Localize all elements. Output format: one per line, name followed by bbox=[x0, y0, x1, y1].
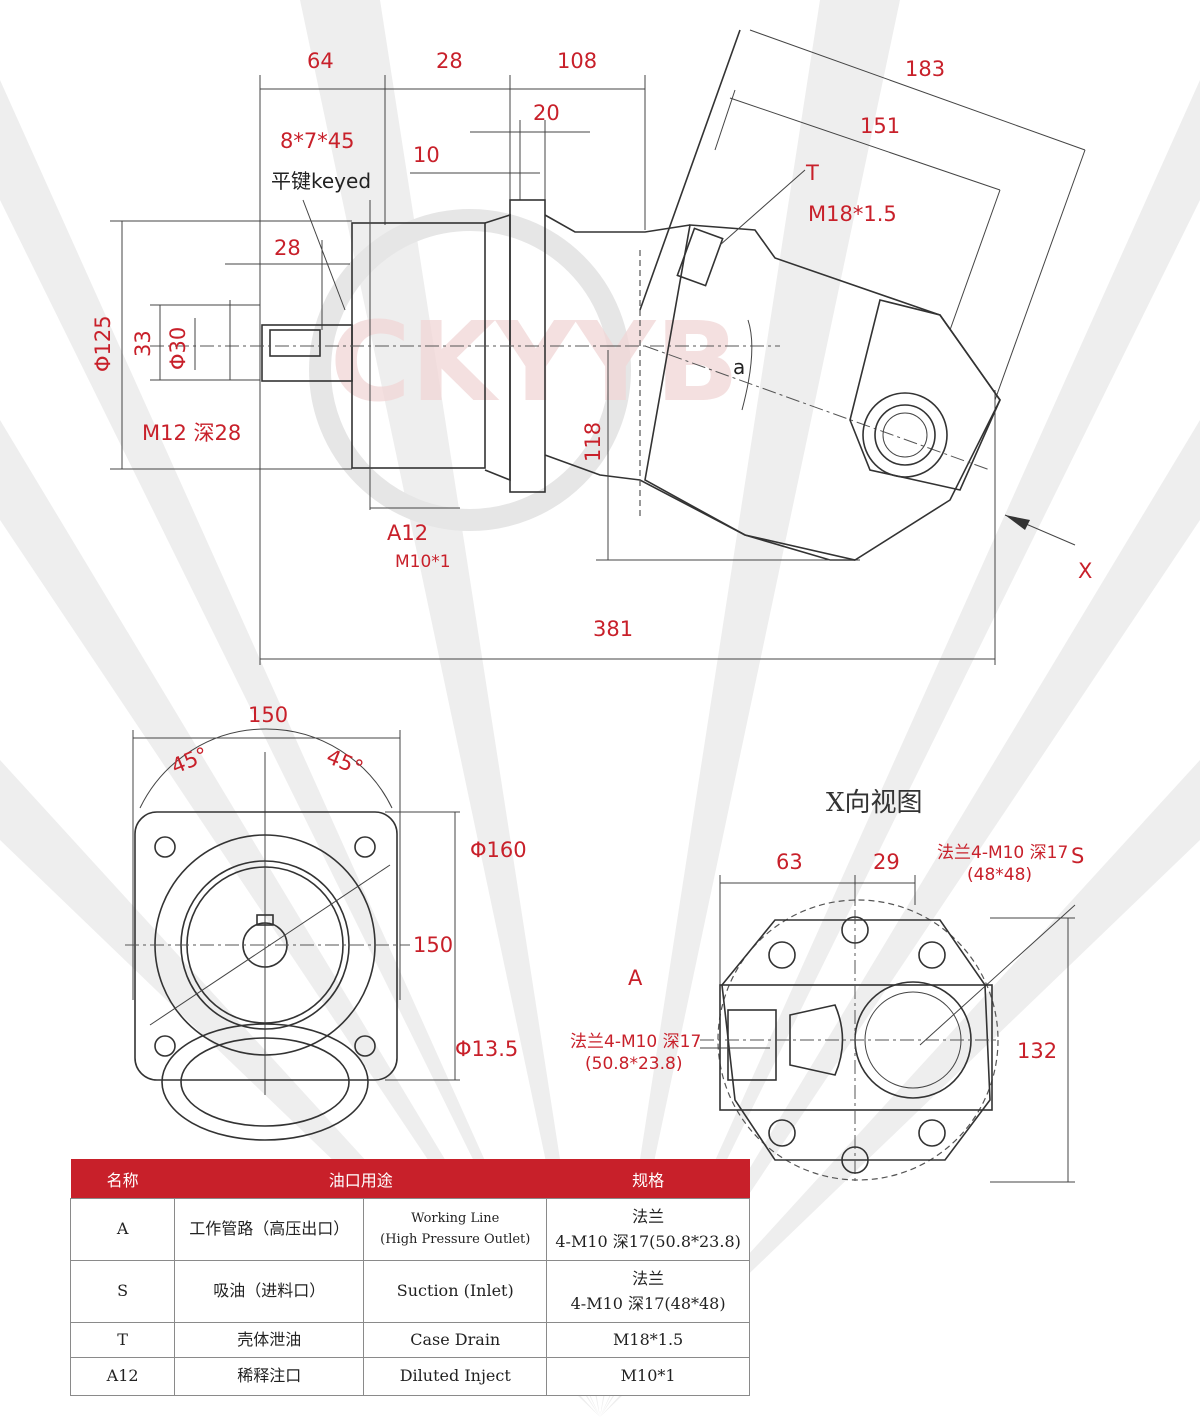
row-en: Diluted Inject bbox=[363, 1357, 548, 1396]
a-flange: 法兰4-M10 深17 bbox=[570, 1032, 701, 1052]
s-flange: 法兰4-M10 深17 bbox=[937, 843, 1068, 863]
x-view-title: X向视图 bbox=[826, 788, 923, 818]
a12-label: A12 bbox=[387, 521, 428, 545]
row-spec: 法兰 4-M10 深17(50.8*23.8) bbox=[546, 1198, 750, 1261]
a12-spec: M10*1 bbox=[395, 552, 451, 572]
row-en: Working Line (High Pressure Outlet) bbox=[363, 1198, 548, 1261]
watermark: CKYYB bbox=[309, 209, 739, 531]
t-label: T bbox=[805, 161, 819, 185]
dim-381: 381 bbox=[593, 617, 633, 641]
row-spec-line: 法兰 bbox=[632, 1268, 665, 1288]
row-en-line: (High Pressure Outlet) bbox=[380, 1231, 531, 1247]
row-spec-line: 4-M10 深17(48*48) bbox=[570, 1293, 726, 1313]
table-row: S 吸油（进料口） Suction (Inlet) 法兰 4-M10 深17(4… bbox=[69, 1260, 750, 1323]
dim-phi160: Φ160 bbox=[470, 838, 527, 862]
s-size: (48*48) bbox=[967, 865, 1032, 885]
thread-m12: M12 深28 bbox=[142, 421, 241, 445]
row-cn: 工作管路（高压出口） bbox=[174, 1198, 365, 1261]
row-name: A12 bbox=[69, 1357, 176, 1396]
dim-phi13-5: Φ13.5 bbox=[455, 1037, 518, 1061]
x-label: X bbox=[1078, 559, 1092, 583]
header-spec: 规格 bbox=[546, 1159, 750, 1199]
x-view: X向视图 63 29 法兰4-M10 深17 (48*48) S A 法兰4-M… bbox=[570, 788, 1084, 1185]
row-name: A bbox=[69, 1198, 176, 1261]
row-cn: 吸油（进料口） bbox=[174, 1260, 365, 1323]
dim-29: 29 bbox=[873, 850, 900, 874]
t-spec: M18*1.5 bbox=[808, 202, 897, 226]
a-label: A bbox=[628, 966, 643, 990]
dim-10: 10 bbox=[413, 143, 440, 167]
dim-151: 151 bbox=[860, 114, 900, 138]
a-size: (50.8*23.8) bbox=[585, 1054, 682, 1074]
dim-phi125: Φ125 bbox=[91, 315, 115, 372]
dim-phi30: Φ30 bbox=[166, 327, 190, 370]
angle-right: 45° bbox=[323, 744, 367, 780]
table-row: T 壳体泄油 Case Drain M18*1.5 bbox=[69, 1322, 750, 1358]
row-name: T bbox=[69, 1322, 176, 1358]
dim-150-right: 150 bbox=[413, 933, 453, 957]
dim-64: 64 bbox=[307, 49, 334, 73]
dim-20: 20 bbox=[533, 101, 560, 125]
dim-132: 132 bbox=[1017, 1039, 1057, 1063]
port-table: 名称 油口用途 规格 A 工作管路（高压出口） Working Line (Hi… bbox=[69, 1159, 750, 1396]
row-en: Case Drain bbox=[363, 1322, 548, 1358]
dim-118: 118 bbox=[581, 422, 605, 462]
row-en: Suction (Inlet) bbox=[363, 1260, 548, 1323]
side-view: 64 28 108 20 10 8*7*45 平键keyed 28 Φ12 bbox=[91, 29, 1092, 665]
row-cn: 稀释注口 bbox=[174, 1357, 365, 1396]
front-view: 150 45° 45° Φ160 150 Φ13.5 bbox=[125, 703, 527, 1141]
row-en-line: Working Line bbox=[411, 1210, 500, 1226]
row-name: S bbox=[69, 1260, 176, 1323]
row-spec-line: 4-M10 深17(50.8*23.8) bbox=[555, 1231, 741, 1251]
table-header-row: 名称 油口用途 规格 bbox=[70, 1159, 750, 1199]
dim-28-key: 28 bbox=[274, 236, 301, 260]
dim-108: 108 bbox=[557, 49, 597, 73]
header-usage: 油口用途 bbox=[174, 1159, 547, 1199]
table-row: A 工作管路（高压出口） Working Line (High Pressure… bbox=[69, 1198, 750, 1261]
header-name: 名称 bbox=[70, 1159, 175, 1199]
watermark-text: CKYYB bbox=[330, 298, 739, 426]
keyed-label: 平键keyed bbox=[271, 169, 371, 193]
table-row: A12 稀释注口 Diluted Inject M10*1 bbox=[69, 1357, 750, 1396]
dim-63: 63 bbox=[776, 850, 803, 874]
keyway-label: 8*7*45 bbox=[280, 129, 354, 153]
dim-33: 33 bbox=[131, 330, 155, 357]
row-spec-line: 法兰 bbox=[632, 1206, 665, 1226]
angle-a: a bbox=[733, 355, 745, 379]
row-spec: M18*1.5 bbox=[546, 1322, 750, 1358]
dim-183: 183 bbox=[905, 57, 945, 81]
row-spec: M10*1 bbox=[546, 1357, 750, 1396]
row-spec: 法兰 4-M10 深17(48*48) bbox=[546, 1260, 750, 1323]
row-cn: 壳体泄油 bbox=[174, 1322, 365, 1358]
s-label: S bbox=[1071, 844, 1084, 868]
dim-150-top: 150 bbox=[248, 703, 288, 727]
dim-28-top: 28 bbox=[436, 49, 463, 73]
